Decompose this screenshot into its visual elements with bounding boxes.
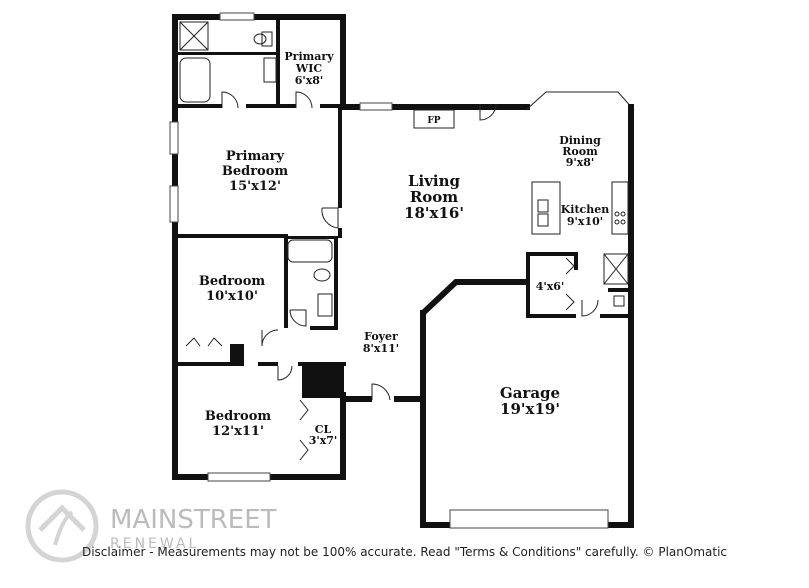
dining-room-name-2: Room <box>562 145 598 158</box>
closet-size: 3'x7' <box>309 434 338 447</box>
dining-room-name-1: Dining <box>559 134 601 147</box>
kitchen-name: Kitchen <box>561 203 610 216</box>
living-room-name-1: Living <box>408 172 461 190</box>
foyer-name: Foyer <box>364 330 398 343</box>
fireplace-label: FP <box>427 116 440 126</box>
living-room-size: 18'x16' <box>404 204 464 222</box>
dining-room-size: 9'x8' <box>566 156 595 169</box>
kitchen-size: 9'x10' <box>567 215 603 228</box>
primary-bedroom-size: 15'x12' <box>229 179 281 194</box>
room-labels: Primary WIC 6'x8' Primary Bedroom 15'x12… <box>199 50 609 447</box>
bedroom-3-name: Bedroom <box>205 409 272 424</box>
primary-bedroom-name-2: Bedroom <box>222 164 289 179</box>
primary-wic-name-1: Primary <box>284 50 334 63</box>
primary-wic-name-2: WIC <box>295 62 322 75</box>
windows <box>169 12 609 529</box>
garage-name: Garage <box>500 384 560 402</box>
disclaimer-text: Disclaimer - Measurements may not be 100… <box>81 545 728 559</box>
primary-bedroom-name-1: Primary <box>226 149 285 164</box>
walls <box>172 14 635 528</box>
logo-line2: RENEWAL <box>110 536 199 552</box>
bedroom-2-name: Bedroom <box>199 274 266 289</box>
living-room-name-2: Room <box>410 188 458 206</box>
garage-size: 19'x19' <box>500 400 560 418</box>
logo-line1: MAINSTREET <box>110 505 277 535</box>
bedroom-2-size: 10'x10' <box>206 289 258 304</box>
primary-wic-size: 6'x8' <box>295 74 324 87</box>
fixtures <box>179 21 629 461</box>
closet-name: CL <box>315 423 332 436</box>
mainstreet-logo: MAINSTREET RENEWAL <box>25 489 277 563</box>
foyer-size: 8'x11' <box>363 342 399 355</box>
laundry-size: 4'x6' <box>536 280 565 293</box>
bedroom-3-size: 12'x11' <box>212 424 264 439</box>
